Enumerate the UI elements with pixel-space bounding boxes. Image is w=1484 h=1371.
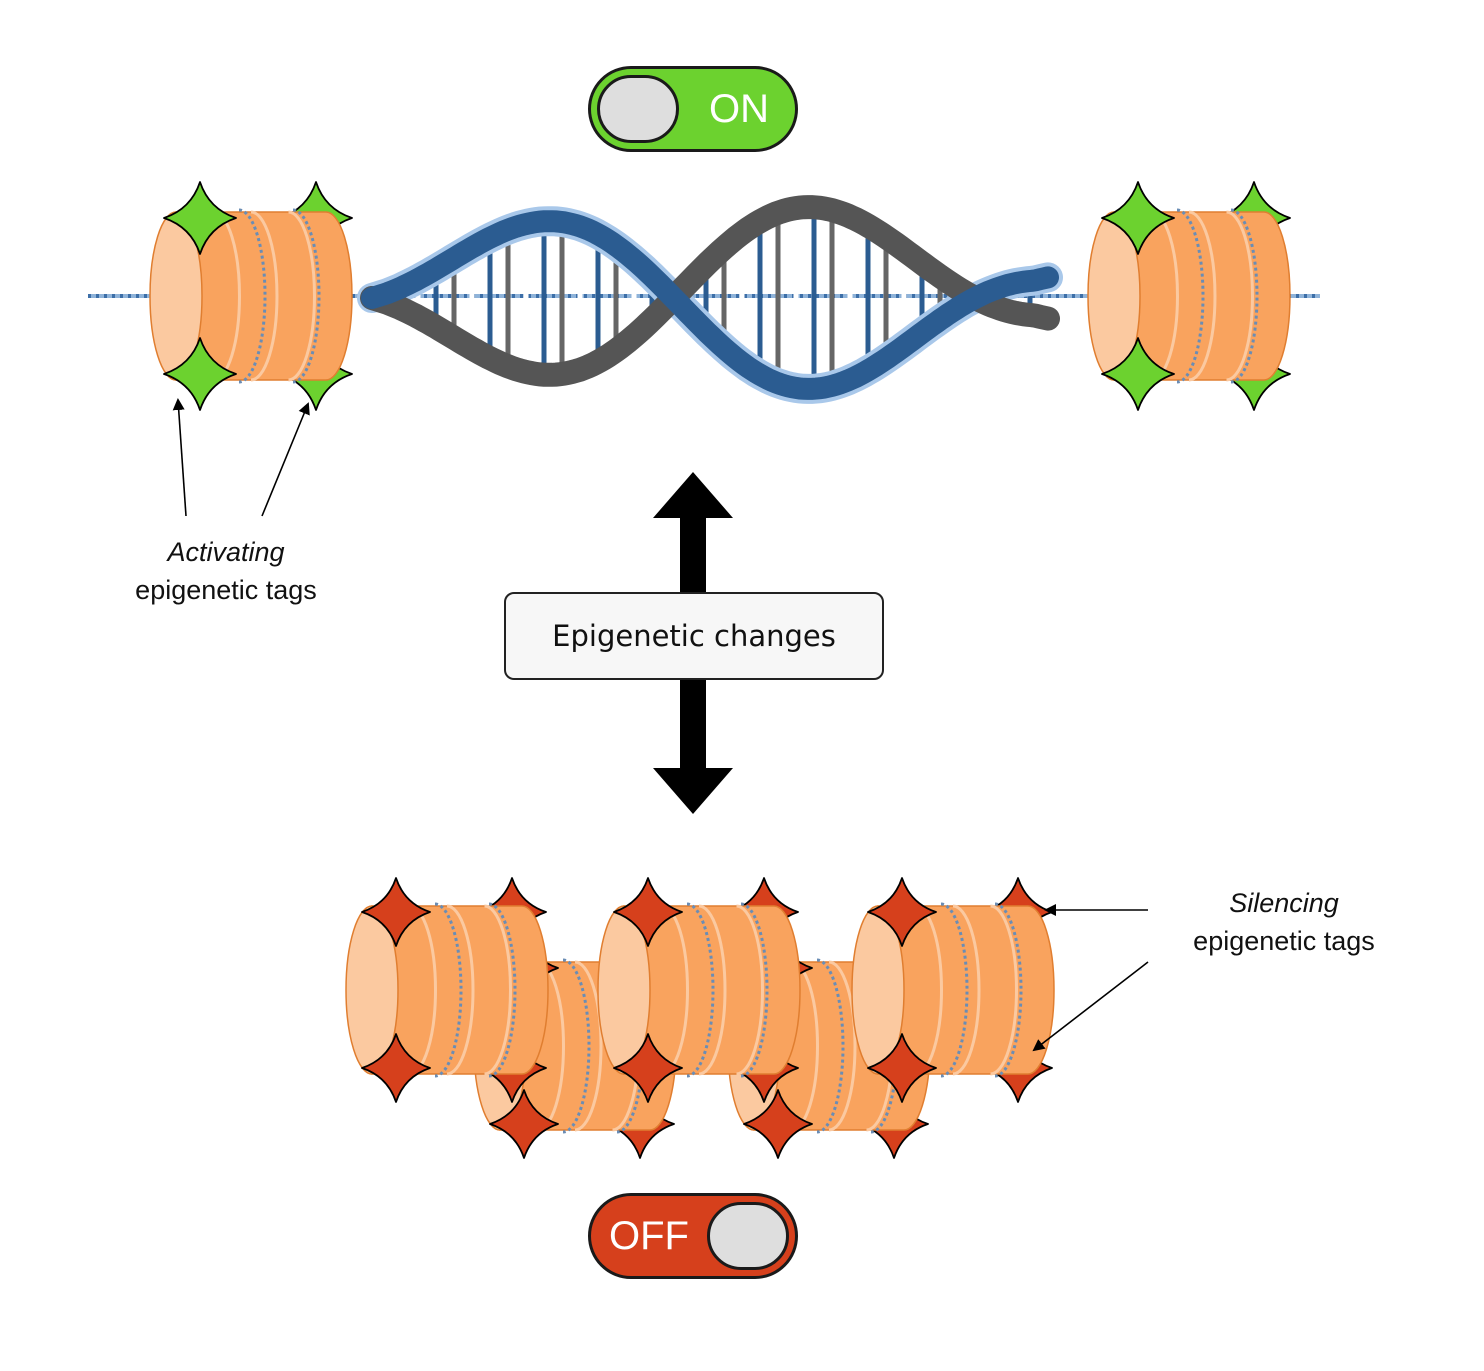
silencing-tag-icon — [361, 1033, 431, 1103]
histone-stripe — [952, 904, 981, 1076]
silencing-tag-icon — [867, 877, 937, 947]
off-switch-label: OFF — [609, 1214, 689, 1258]
silencing-label-line1: Silencing — [1229, 888, 1339, 918]
silencing-tag-icon — [361, 877, 431, 947]
silencing-tag-icon — [867, 1033, 937, 1103]
activating-tags-label: Activating epigenetic tags — [96, 533, 356, 609]
activating-tag-icon — [163, 181, 237, 255]
epigenetic-changes-box: Epigenetic changes — [504, 592, 884, 680]
activating-tag-icon — [163, 337, 237, 411]
activating-label-line1: Activating — [167, 537, 285, 567]
histone-stripe — [698, 904, 727, 1076]
histone-stripe — [736, 904, 764, 1076]
histone-face — [851, 905, 905, 1075]
nucleosome-on-right-icon — [1087, 181, 1291, 411]
activating-tag-icon — [1101, 337, 1175, 411]
on-switch-knob — [597, 75, 679, 143]
silencing-tags-label: Silencing epigenetic tags — [1156, 884, 1412, 960]
histone-stripe — [828, 960, 857, 1132]
histone-body — [175, 211, 353, 381]
bidirectional-arrow-icon — [653, 472, 733, 814]
histone-stripe — [1226, 210, 1254, 382]
histone-body — [877, 905, 1055, 1075]
dna-strand — [360, 195, 1060, 387]
histone-stripe — [990, 904, 1018, 1076]
histone-face — [345, 905, 399, 1075]
silencing-tag-icon — [613, 877, 683, 947]
epigenetic-changes-label: Epigenetic changes — [552, 619, 836, 653]
histone-stripe — [574, 960, 603, 1132]
histone-stripe — [250, 210, 279, 382]
histone-face — [597, 905, 651, 1075]
histone-stripe — [484, 904, 512, 1076]
activating-pointer-arrows-icon — [172, 398, 310, 517]
histone-body — [1113, 211, 1291, 381]
histone-body — [371, 905, 549, 1075]
activating-tag-icon — [1101, 181, 1175, 255]
silencing-pointer-arrows-icon — [1032, 904, 1149, 1052]
silencing-tag-icon — [743, 1089, 813, 1159]
dna-double-helix-icon — [357, 195, 1063, 404]
on-switch-label: ON — [709, 87, 769, 131]
silencing-tag-icon — [489, 1089, 559, 1159]
histone-stripe — [1188, 210, 1217, 382]
histone-stripe — [446, 904, 475, 1076]
on-switch: ON — [588, 66, 798, 152]
dna-strand — [361, 210, 1059, 400]
nucleosome-on-left-icon — [149, 181, 353, 411]
condensed-chromatin-icon — [345, 877, 1055, 1159]
silencing-label-line2: epigenetic tags — [1193, 926, 1375, 956]
histone-body — [623, 905, 801, 1075]
off-switch: OFF — [588, 1193, 798, 1279]
off-switch-knob — [707, 1202, 789, 1270]
activating-label-line2: epigenetic tags — [135, 575, 317, 605]
silencing-tag-icon — [613, 1033, 683, 1103]
histone-stripe — [288, 210, 316, 382]
